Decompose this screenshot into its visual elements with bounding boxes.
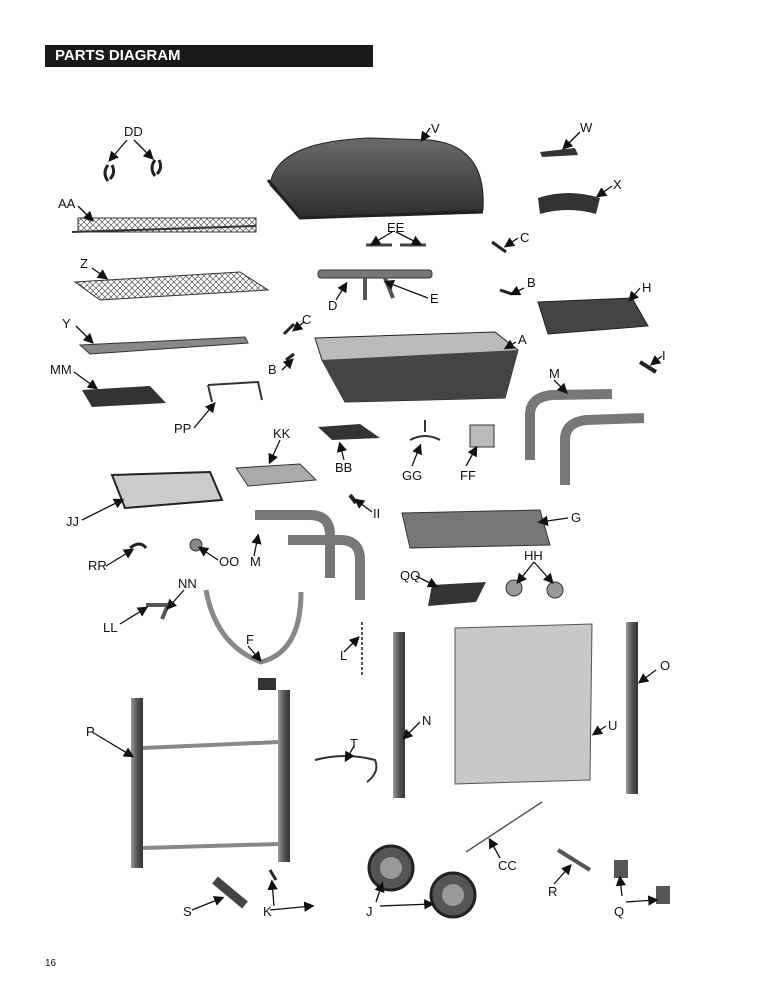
tray-kk-part bbox=[235, 463, 318, 487]
label-r: R bbox=[548, 884, 557, 899]
label-m1: M bbox=[549, 366, 560, 381]
burner-part bbox=[317, 269, 433, 300]
lid-handle-part bbox=[538, 193, 600, 214]
bottom-tray-jj-part bbox=[110, 470, 224, 510]
clip-i-part bbox=[638, 360, 658, 374]
cooking-grid-part bbox=[73, 271, 270, 301]
label-t: T bbox=[350, 736, 358, 751]
plate-mm-part bbox=[82, 386, 166, 407]
label-m2: M bbox=[250, 554, 261, 569]
regulator-knob-part bbox=[258, 678, 276, 690]
label-z: Z bbox=[80, 256, 88, 271]
label-g: G bbox=[571, 510, 581, 525]
label-ee: EE bbox=[387, 220, 405, 235]
side-shelf-part bbox=[537, 297, 649, 335]
pointer-arrows bbox=[73, 127, 663, 912]
rack-pp-part bbox=[207, 380, 263, 403]
hood-lid-part bbox=[266, 137, 484, 220]
label-jj: JJ bbox=[66, 514, 79, 529]
label-gg: GG bbox=[402, 468, 422, 483]
label-c1: C bbox=[520, 230, 529, 245]
shield-bb-part bbox=[318, 424, 380, 440]
label-y: Y bbox=[62, 316, 71, 331]
knob-oo-part bbox=[189, 538, 203, 552]
label-w: W bbox=[580, 120, 593, 135]
label-d: D bbox=[328, 298, 337, 313]
label-pp: PP bbox=[174, 421, 191, 436]
label-aa: AA bbox=[58, 196, 76, 211]
label-c2: C bbox=[302, 312, 311, 327]
hook-gg-part bbox=[409, 420, 441, 441]
label-a: A bbox=[518, 332, 527, 347]
label-x: X bbox=[613, 177, 622, 192]
label-bb: BB bbox=[335, 460, 352, 475]
label-nn: NN bbox=[178, 576, 197, 591]
label-hh: HH bbox=[524, 548, 543, 563]
bracket-s-part bbox=[212, 876, 248, 909]
label-dd: DD bbox=[124, 124, 143, 139]
label-e: E bbox=[430, 291, 439, 306]
label-oo: OO bbox=[219, 554, 239, 569]
frame-m1-part bbox=[525, 389, 645, 485]
cup-ff-part bbox=[469, 424, 495, 448]
label-q: Q bbox=[614, 904, 624, 919]
label-h: H bbox=[642, 280, 651, 295]
label-f: F bbox=[246, 632, 254, 647]
label-b1: B bbox=[527, 275, 536, 290]
screw-c-part bbox=[491, 240, 507, 254]
part-labels: DD V W X AA EE C Z D E B H Y C A B I MM … bbox=[50, 120, 670, 919]
handle-bracket-part bbox=[540, 148, 578, 157]
label-l: L bbox=[340, 648, 347, 663]
axle-r-part bbox=[556, 848, 592, 872]
control-panel-g-part bbox=[401, 509, 551, 549]
caster-q-part bbox=[614, 860, 670, 904]
valve-ll-part bbox=[146, 603, 172, 620]
plate-qq-part bbox=[428, 582, 486, 606]
label-ii: II bbox=[373, 506, 380, 521]
label-kk: KK bbox=[273, 426, 291, 441]
label-mm: MM bbox=[50, 362, 72, 377]
leg-frame-p-part bbox=[131, 690, 290, 868]
label-o: O bbox=[660, 658, 670, 673]
label-s: S bbox=[183, 904, 192, 919]
label-p: P bbox=[86, 724, 95, 739]
bolt-b2-part bbox=[285, 352, 295, 362]
leg-n-part bbox=[393, 632, 405, 798]
screw-c2-part bbox=[282, 322, 296, 336]
knob-hh2-part bbox=[546, 581, 564, 599]
firebox-part bbox=[314, 331, 519, 403]
label-n: N bbox=[422, 713, 431, 728]
heat-plate-part bbox=[78, 336, 249, 355]
regulator-f-part bbox=[203, 589, 304, 665]
label-ff: FF bbox=[460, 468, 476, 483]
label-v: V bbox=[431, 121, 440, 136]
knob-hh-part bbox=[505, 579, 523, 597]
rod-cc-part bbox=[465, 801, 543, 853]
label-u: U bbox=[608, 718, 617, 733]
page-title: PARTS DIAGRAM bbox=[45, 45, 373, 67]
wire-rr-part bbox=[129, 542, 148, 550]
bolt-b-part bbox=[499, 288, 513, 296]
label-k: K bbox=[263, 904, 272, 919]
label-ll: LL bbox=[103, 620, 117, 635]
warming-rack-part bbox=[71, 217, 257, 233]
label-i: I bbox=[662, 348, 666, 363]
label-b2: B bbox=[268, 362, 277, 377]
door-panel-u-part bbox=[454, 623, 593, 785]
wire-t-part bbox=[314, 755, 378, 783]
page-number: 16 bbox=[45, 958, 57, 969]
frame-m2-part bbox=[255, 510, 365, 600]
label-rr: RR bbox=[88, 558, 107, 573]
bolt-k-part bbox=[268, 869, 278, 881]
hook-clips-part bbox=[103, 159, 163, 182]
leg-o-part bbox=[626, 622, 638, 794]
label-cc: CC bbox=[498, 858, 517, 873]
label-qq: QQ bbox=[400, 568, 420, 583]
bracket-ii-part bbox=[348, 493, 358, 505]
wheels-j-part bbox=[367, 844, 477, 919]
label-j: J bbox=[366, 904, 373, 919]
